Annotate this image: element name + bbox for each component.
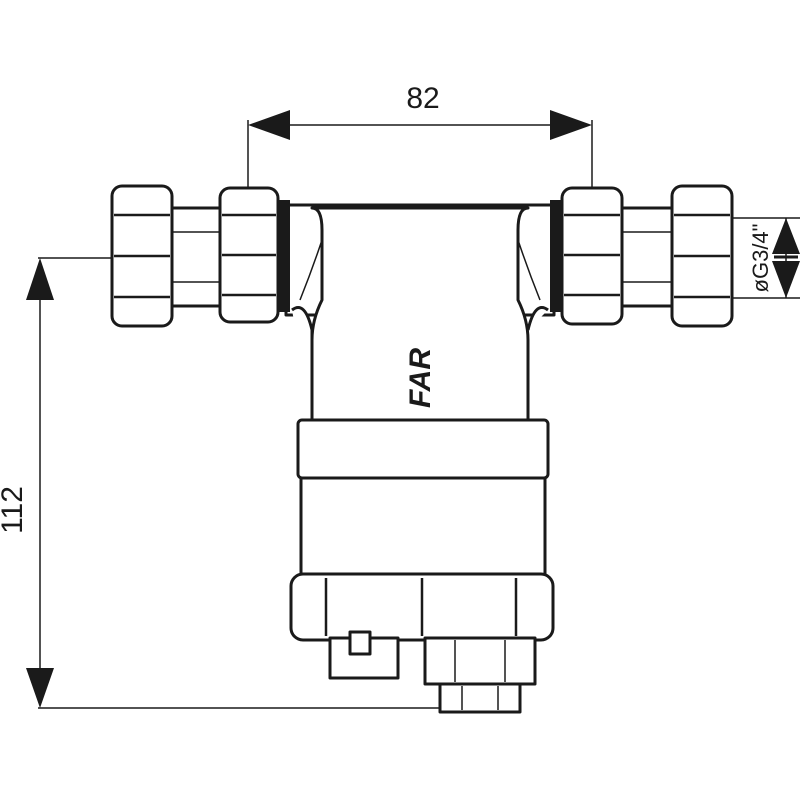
left-fitting xyxy=(110,184,290,328)
width-label: 82 xyxy=(406,82,439,115)
brand-logo: FAR xyxy=(404,348,437,408)
height-dimension: 112 xyxy=(0,257,442,709)
width-dimension: 82 xyxy=(247,82,593,190)
right-fitting xyxy=(550,184,734,328)
height-label: 112 xyxy=(0,486,29,534)
thread-label: øG3/4" xyxy=(748,224,773,293)
valve-body: FAR xyxy=(284,203,556,714)
thread-dimension: øG3/4" xyxy=(732,217,800,299)
